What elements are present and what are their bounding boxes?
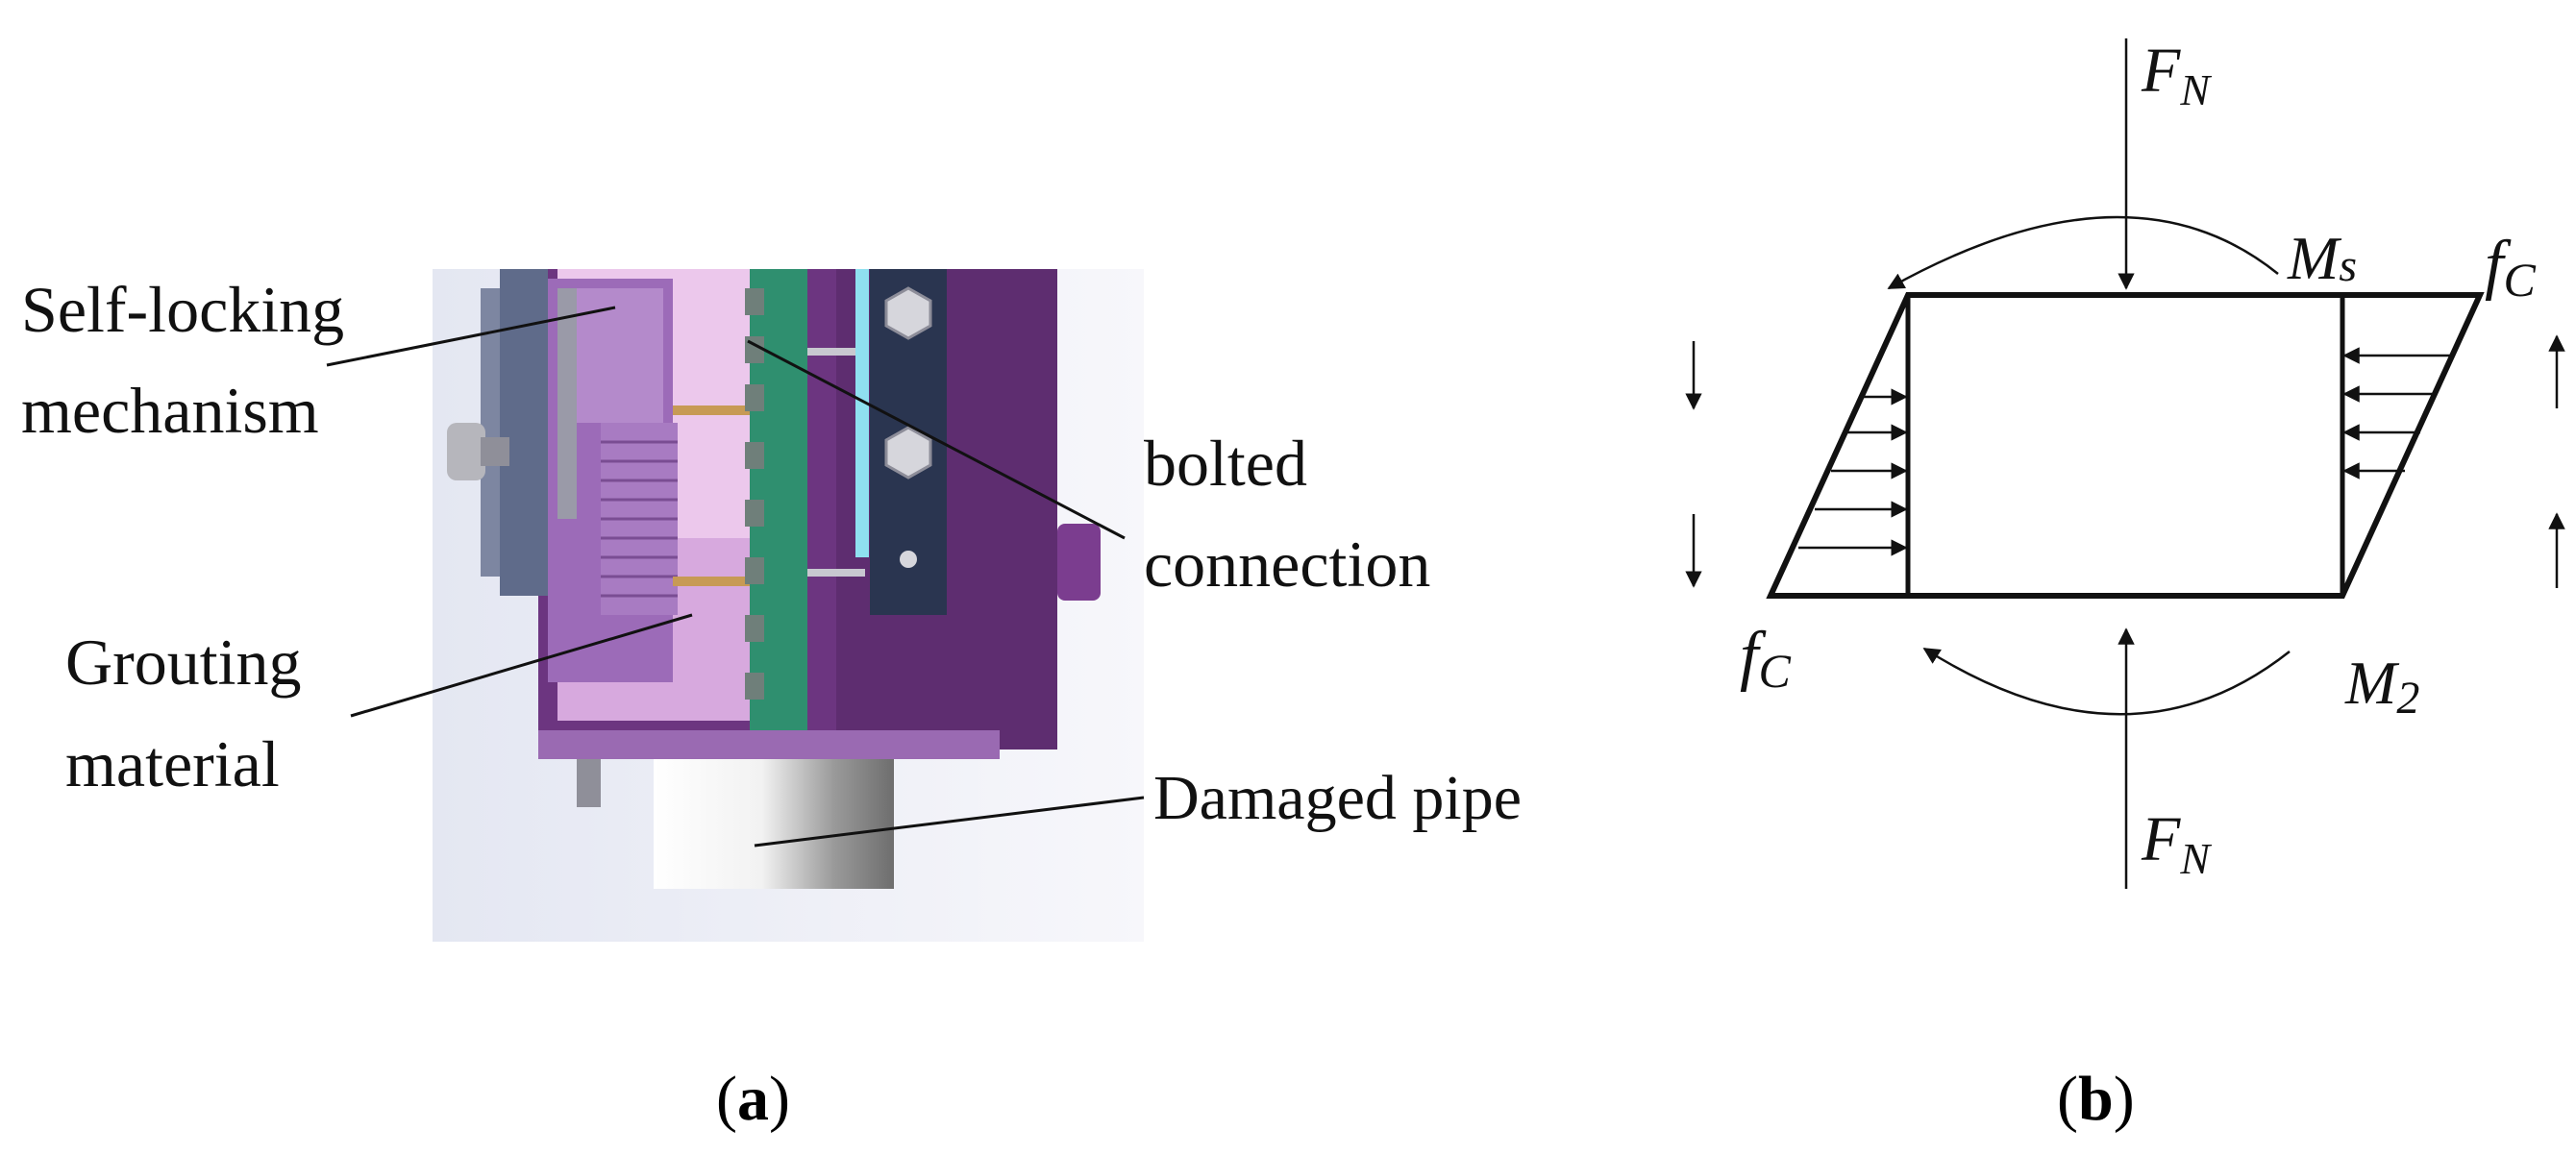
label-bolted-line2: connection bbox=[1144, 528, 1430, 601]
inner-grey-plate bbox=[557, 288, 577, 519]
left-knob bbox=[447, 423, 485, 480]
right-stress-arrows bbox=[2342, 347, 2453, 479]
bolt-shank-2 bbox=[807, 569, 865, 577]
symbol-ms: Ms bbox=[2287, 224, 2357, 292]
self-locking-block-light bbox=[577, 288, 663, 423]
panel-a-cad-model bbox=[433, 269, 1144, 942]
caption-b-letter: b bbox=[2078, 1064, 2114, 1134]
hex-bolts bbox=[884, 286, 932, 479]
leader-damaged-pipe bbox=[754, 796, 1145, 848]
left-steel-plate bbox=[500, 269, 548, 596]
ms-moment-arc bbox=[1887, 215, 2279, 290]
symbol-fc-right: fC bbox=[2485, 228, 2536, 307]
leader-bolted bbox=[747, 339, 1126, 540]
small-bolt bbox=[900, 551, 917, 568]
panel-b-force-diagram: FN FN Ms M2 fC fC bbox=[1685, 36, 2565, 889]
leader-grouting bbox=[350, 613, 693, 718]
cyan-strip bbox=[855, 269, 869, 557]
symbol-fn-bottom: FN bbox=[2141, 804, 2212, 883]
caption-a: (a) bbox=[716, 1064, 790, 1134]
bottom-ledge bbox=[538, 730, 1000, 759]
m2-moment-arc bbox=[1922, 647, 2291, 716]
teeth-lines bbox=[601, 440, 678, 598]
bolt-shank bbox=[807, 348, 865, 356]
deformed-element-outline bbox=[1766, 292, 2485, 599]
symbol-fc-left: fC bbox=[1740, 619, 1791, 698]
label-grouting-line1: Grouting bbox=[65, 626, 302, 699]
caption-b: (b) bbox=[2057, 1064, 2135, 1134]
side-pipe-stub bbox=[1057, 524, 1101, 601]
pipe-clamp-left bbox=[577, 759, 601, 807]
leader-self-locking bbox=[326, 306, 616, 367]
symbol-fn-top: FN bbox=[2141, 36, 2212, 114]
left-knob-stem bbox=[481, 437, 509, 466]
caption-a-letter: a bbox=[737, 1064, 769, 1134]
left-stress-arrows bbox=[1798, 388, 1908, 556]
left-steel-strip bbox=[481, 288, 500, 577]
label-grouting-line2: material bbox=[65, 727, 280, 800]
symbol-m2: M2 bbox=[2344, 649, 2419, 724]
damaged-pipe bbox=[654, 759, 894, 889]
label-bolted-line1: bolted bbox=[1144, 427, 1307, 500]
label-damaged-pipe: Damaged pipe bbox=[1153, 763, 1522, 833]
label-self-locking-line1: Self-locking bbox=[21, 273, 344, 346]
leader-lines bbox=[326, 306, 1145, 848]
label-self-locking-line2: mechanism bbox=[21, 374, 319, 447]
panel-a-labels: Self-locking mechanism bolted connection… bbox=[21, 273, 1522, 833]
